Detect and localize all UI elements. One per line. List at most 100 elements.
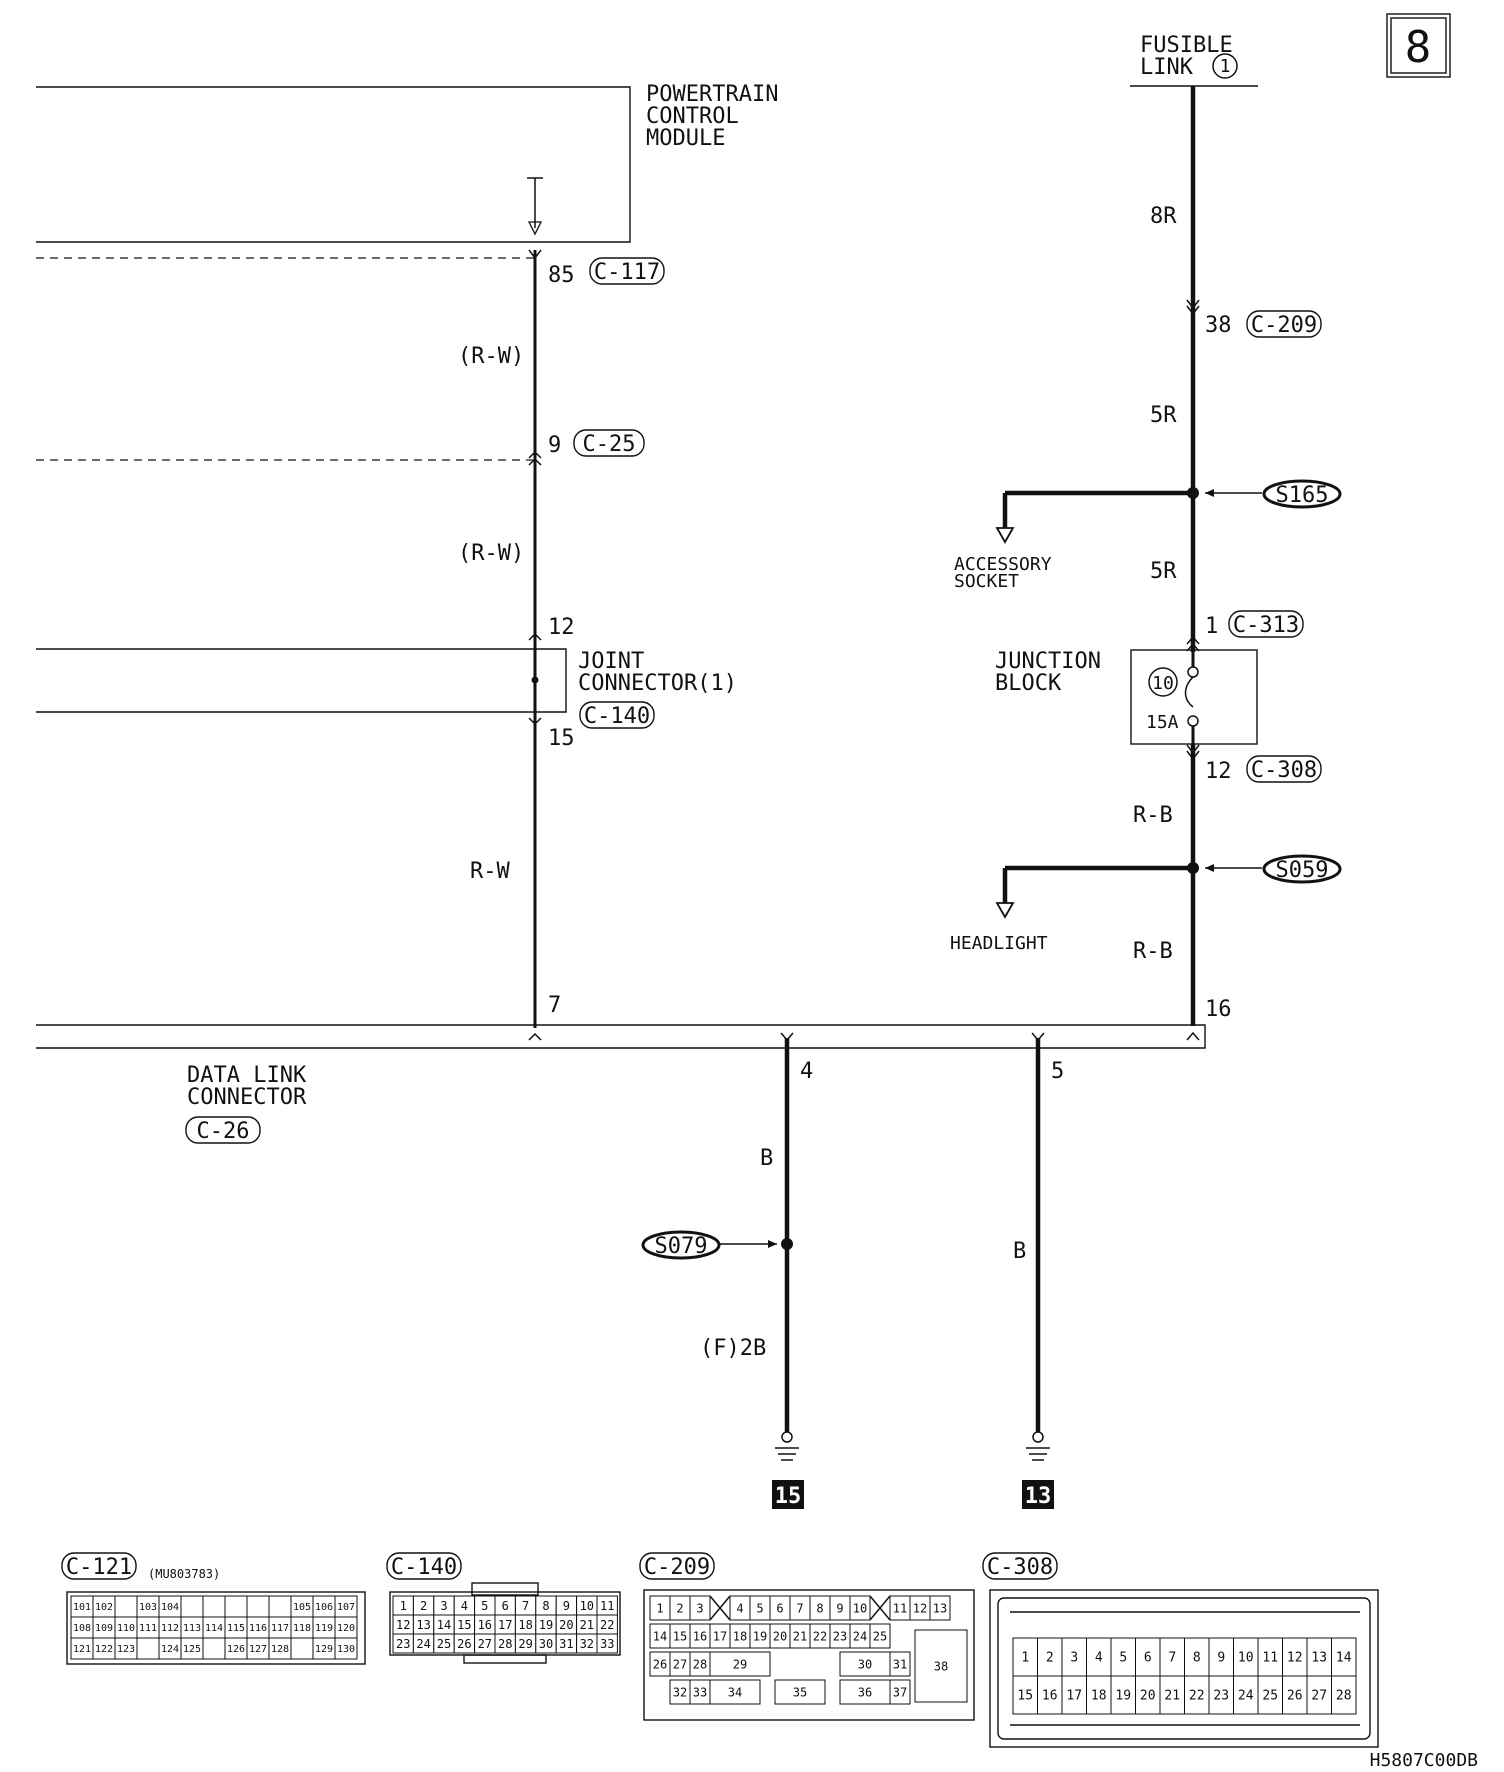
pcm-label-3: MODULE [646,126,725,151]
c140-pin-label: 18 [518,1618,532,1632]
c209-cell [774,1679,826,1705]
c121-pin-label: 103 [139,1602,157,1613]
c209-pin-label: 3 [696,1601,703,1615]
c140-pin-label: 9 [563,1599,570,1613]
fuse-rating: 15A [1146,712,1179,733]
c308-pin-label: 15 [1017,1689,1033,1704]
c140-pin-label: 15 [457,1618,471,1632]
c308-cell [1306,1675,1332,1715]
wire-label-rw-3: R-W [470,859,510,884]
svg-text:C-209: C-209 [1251,313,1317,338]
ground-15: 15 [772,1480,804,1509]
c308-cell [1282,1637,1308,1677]
c308-pin-label: 2 [1046,1651,1054,1666]
c140-pin-label: 7 [522,1599,529,1613]
connector-c117: C-117 [589,257,665,285]
c140-pin-label: 21 [580,1618,594,1632]
c209-pin-label: 4 [736,1601,743,1615]
c140-pin-label: 3 [440,1599,447,1613]
wire-label-rb-2: R-B [1133,939,1173,964]
c209-pin-label: 12 [913,1601,927,1615]
c209-pin-label: 13 [933,1601,947,1615]
joint-connector-label-2: CONNECTOR(1) [578,671,737,696]
accessory-socket-label-1: ACCESSORY [954,554,1052,575]
c121-pin-label: 124 [161,1644,179,1655]
pin-12-c308: 12 [1205,759,1232,784]
c209-cell [889,1651,911,1677]
data-link-connector-box: DATA LINK CONNECTOR [36,1024,1206,1110]
svg-text:C-209: C-209 [644,1555,710,1580]
wire-label-rw-1: (R-W) [458,344,524,369]
c140-pin-label: 4 [461,1599,468,1613]
c308-pin-label: 22 [1189,1689,1205,1704]
c121-pin-label: 104 [161,1602,179,1613]
c308-pin-label: 27 [1311,1689,1327,1704]
headlight-label: HEADLIGHT [950,933,1048,954]
c121-cell [180,1595,204,1618]
connector-c25: C-25 [573,429,645,457]
svg-text:C-121: C-121 [66,1555,132,1580]
blocked-cavity-icon [869,1595,891,1621]
c209-pin-label: 27 [673,1657,687,1671]
c140-pin-label: 29 [518,1637,532,1651]
c121-pin-label: 120 [337,1623,355,1634]
c209-pin-label: 8 [816,1601,823,1615]
splice-s079: S079 [641,1230,721,1260]
c121-pin-label: 107 [337,1602,355,1613]
c209-cell [709,1679,761,1705]
c121-cell [202,1637,226,1660]
pin-1: 1 [1205,614,1218,639]
pcm-box: POWERTRAIN CONTROL MODULE [36,82,778,243]
c209-pin-label: 23 [833,1629,847,1643]
c209-cell [709,1651,771,1677]
pcm-label-2: CONTROL [646,104,739,129]
c209-pin-label: 28 [693,1657,707,1671]
c209-pin-label: 22 [813,1629,827,1643]
c308-pin-label: 19 [1115,1689,1131,1704]
wire-label-b-2: B [1013,1239,1026,1264]
c209-pin-label: 7 [796,1601,803,1615]
c121-pin-label: 121 [73,1644,91,1655]
pin-38: 38 [1205,313,1232,338]
c140-pin-label: 23 [396,1637,410,1651]
c308-cell [1086,1675,1112,1715]
c308-pin-label: 26 [1287,1689,1303,1704]
c121-pin-label: 108 [73,1623,91,1634]
c308-cell [1208,1637,1234,1677]
fuse-number: 10 [1152,673,1174,694]
c209-pin-label: 37 [893,1685,907,1699]
c308-cell [1012,1675,1038,1715]
connector-c313: C-313 [1228,610,1304,638]
c209-pin-label: 26 [653,1657,667,1671]
svg-text:C-25: C-25 [583,432,636,457]
part-number: (MU803783) [148,1567,220,1581]
c209-pin-label: 9 [836,1601,843,1615]
c140-pin-label: 16 [478,1618,492,1632]
c209-pin-label: 24 [853,1629,867,1643]
c209-cell [839,1679,891,1705]
c121-cell [246,1595,270,1618]
c209-pin-label: 11 [893,1601,907,1615]
c209-cell [869,1623,891,1649]
c121-cell [224,1595,248,1618]
c308-pin-label: 24 [1238,1689,1254,1704]
c121-pin-label: 117 [271,1623,289,1634]
c308-pin-label: 9 [1217,1651,1225,1666]
c209-pin-label: 18 [733,1629,747,1643]
c121-pin-label: 123 [117,1644,135,1655]
connector-c209: C-209 [1246,310,1322,338]
page-number-box: 8 [1386,13,1451,78]
svg-text:C-140: C-140 [391,1555,457,1580]
c140-pin-label: 1 [400,1599,407,1613]
c121-pin-label: 116 [249,1623,267,1634]
c308-pin-label: 16 [1042,1689,1058,1704]
c308-cell [1282,1675,1308,1715]
svg-text:S059: S059 [1276,858,1329,883]
svg-text:C-308: C-308 [1251,758,1317,783]
c140-pin-label: 26 [457,1637,471,1651]
svg-text:S079: S079 [655,1234,708,1259]
